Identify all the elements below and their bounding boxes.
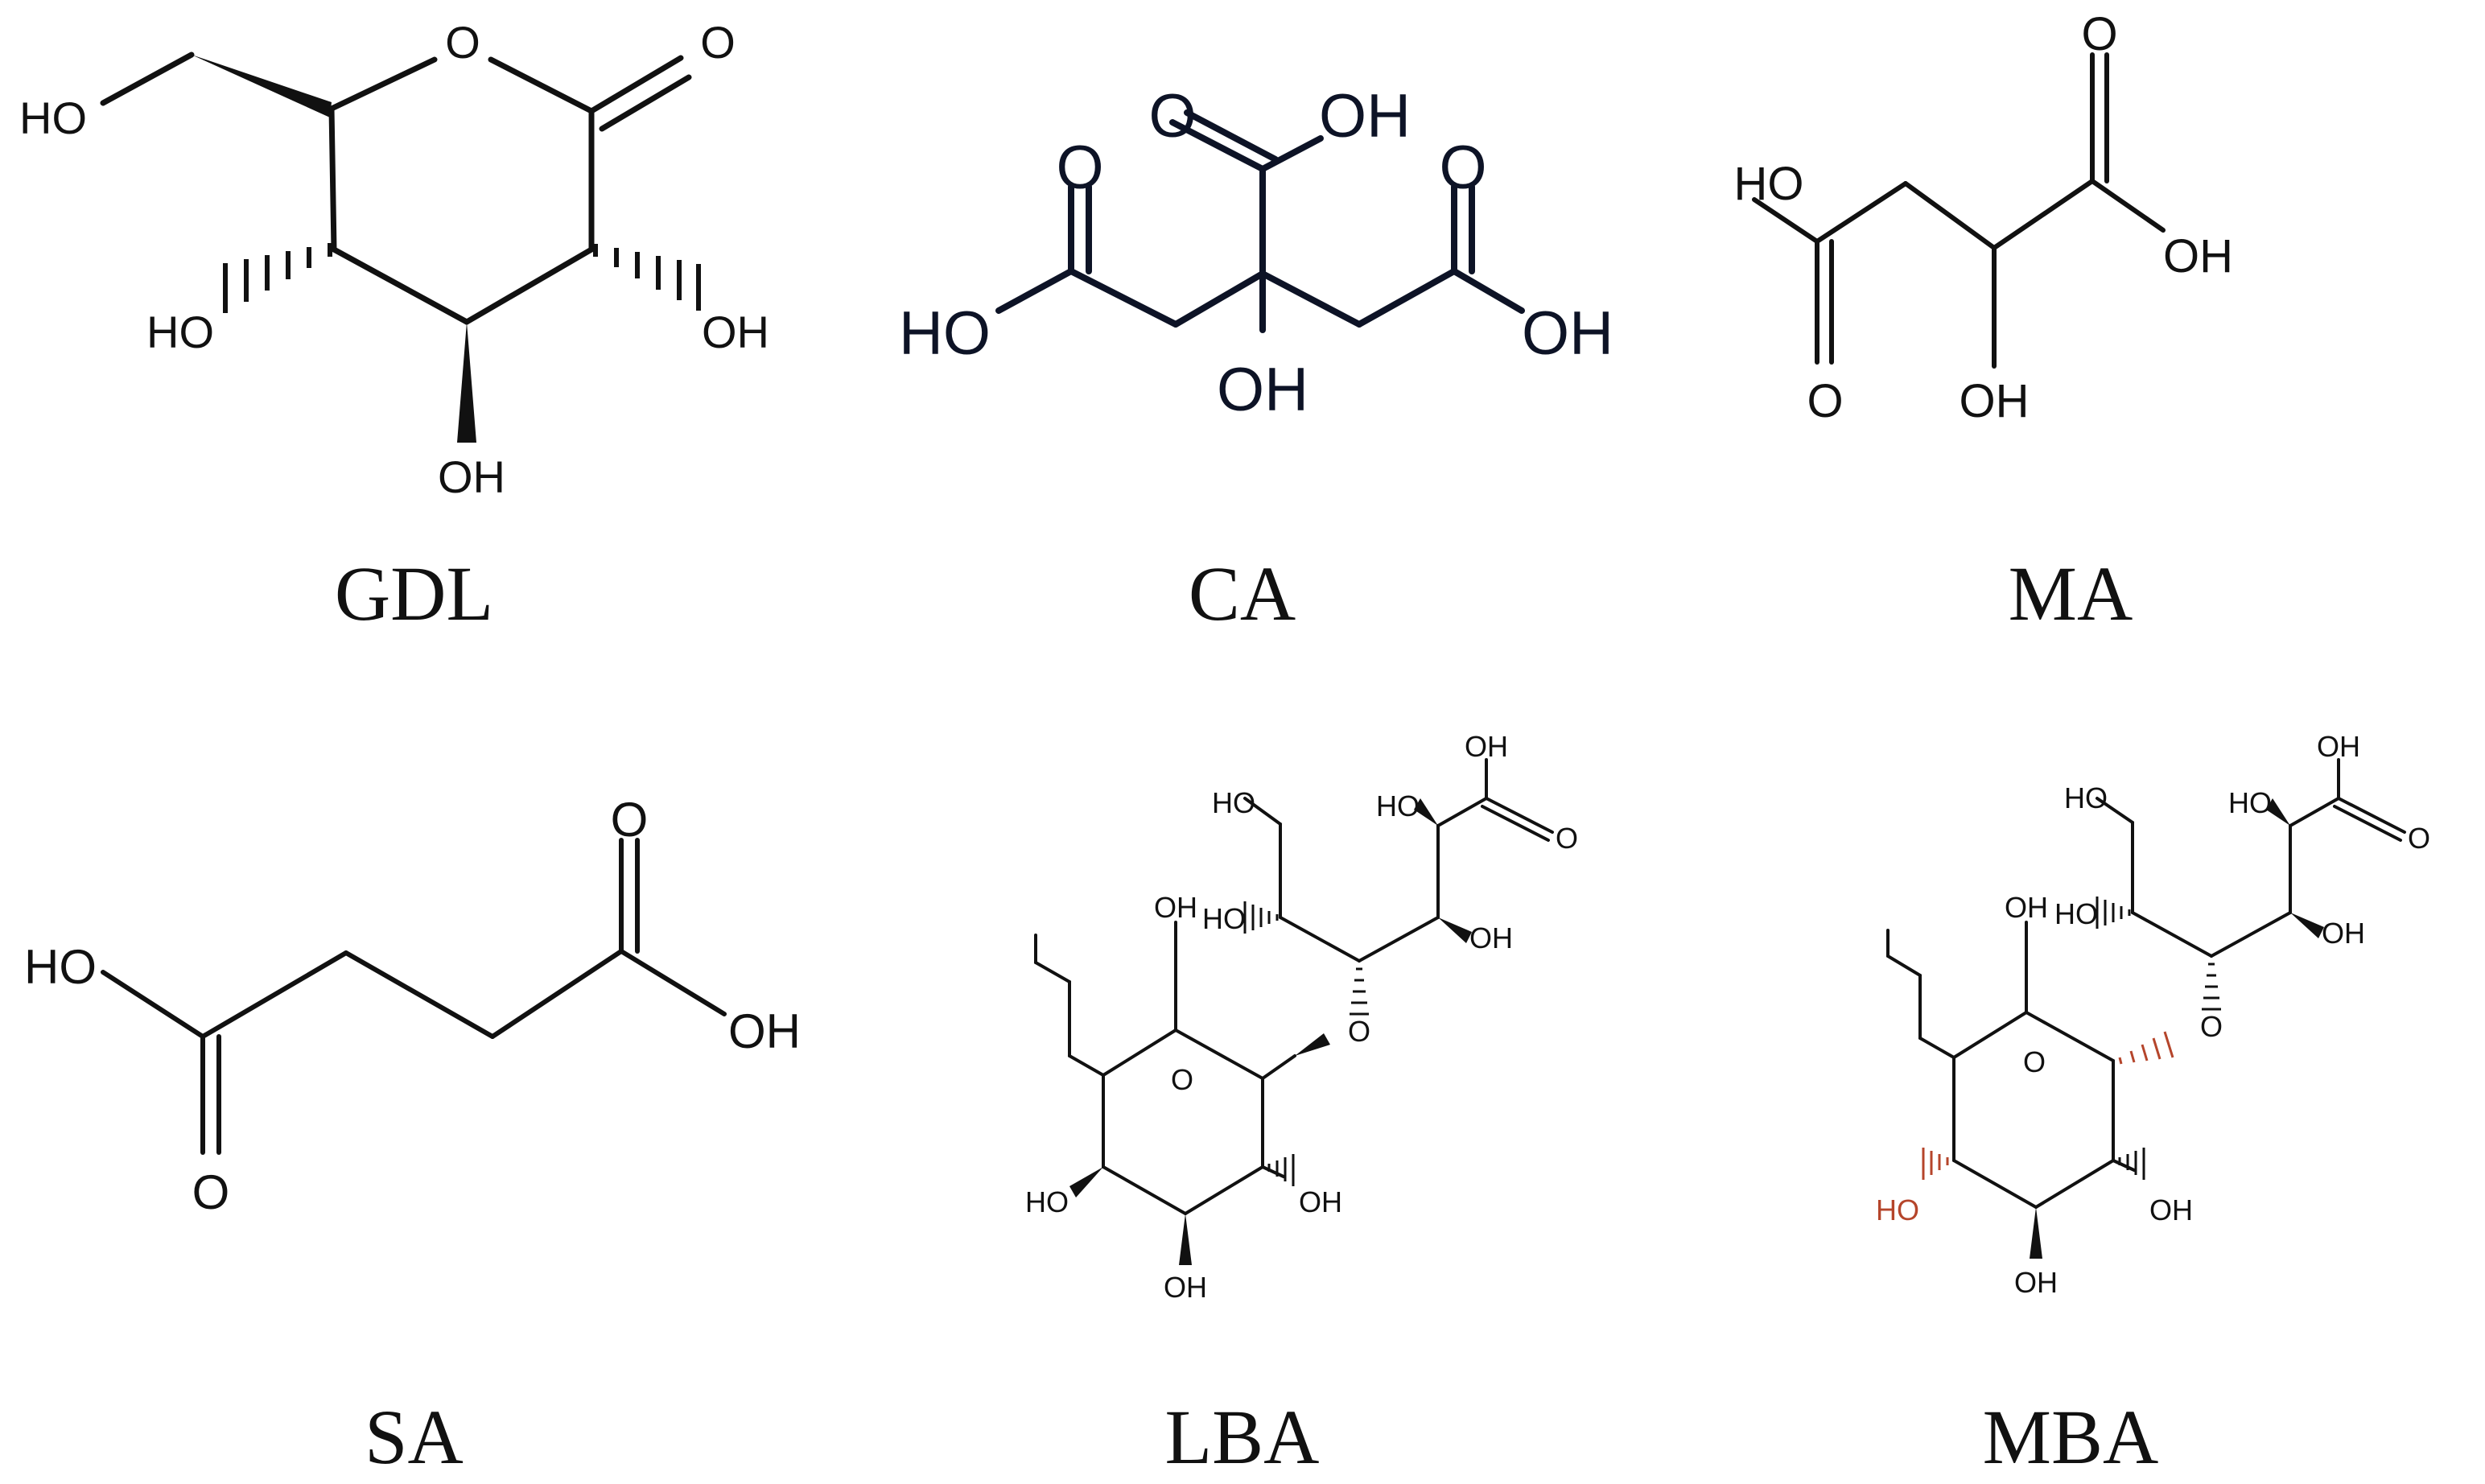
lba-label-c2p-oh: OH [1299,1185,1342,1218]
ma-label-ho-left: HO [1734,158,1804,210]
lba-label-link-o: O [1348,1015,1370,1048]
lba-label-ring-o: O [1171,1063,1193,1096]
gdl-caption: GDL [334,550,494,637]
ca-label-oh-right: OH [1522,299,1613,368]
sa-structure: HO O O OH [24,793,801,1219]
gdl-label-ho-c4: HO [146,307,214,357]
mba-label-c3p-oh: OH [2014,1266,2058,1299]
ca-caption: CA [1188,550,1296,637]
lba-label-c4p-ho: HO [1025,1185,1069,1218]
mba-label-c2p-oh: OH [2149,1193,2193,1226]
mba-label-link-o: O [2200,1010,2223,1043]
gdl-structure: HO O O HO OH OH [19,17,769,502]
molecule-lba: OH O HO HO HO OH O OH O HO OH OH LBA [828,730,1656,1484]
sa-label-oh-right: OH [728,1004,801,1058]
lba-label-ch2-oh: OH [1154,891,1197,924]
mba-label-c2-ho: HO [2228,786,2272,819]
molecule-mba: OH O HO HO HO OH O OH O HO OH OH MBA [1656,730,2485,1484]
lba-label-acid-oh: OH [1465,730,1508,763]
gdl-label-ring-o: O [445,17,480,68]
gdl-label-oh-c2: OH [702,307,769,357]
mba-label-c5-ho: HO [2054,897,2098,930]
molecule-sa: HO O O OH SA [0,742,828,1484]
lba-label-c2-ho: HO [1376,789,1420,822]
ca-label-o-top: O [1148,82,1196,150]
ca-label-oh-top: OH [1319,82,1411,150]
gdl-label-ho-ch2: HO [19,93,87,143]
ca-label-ho-left: HO [899,299,991,368]
mba-label-c4p-ho: HO [1876,1193,1919,1226]
mba-caption: MBA [1982,1394,2159,1480]
mba-label-acid-o: O [2408,822,2430,855]
lba-label-c3-oh: OH [1469,921,1513,954]
ca-label-oh-center: OH [1217,356,1308,424]
lba-label-c5-ho: HO [1202,902,1246,935]
sa-label-o-right: O [611,793,649,847]
mba-label-c6-ho: HO [2064,781,2108,814]
ma-label-o-left: O [1807,375,1843,427]
ma-label-o-right: O [2081,8,2117,60]
sa-caption: SA [365,1394,464,1480]
lba-label-c3p-oh: OH [1164,1271,1207,1304]
ca-label-o-left: O [1056,134,1103,202]
lba-label-c6-ho: HO [1212,786,1255,819]
ca-label-o-right: O [1439,134,1486,202]
molecule-ca: O OH O HO O OH OH CA [828,0,1656,742]
gdl-label-oh-c3: OH [438,451,505,502]
ma-label-oh-right: OH [2163,230,2233,282]
ma-label-oh-alpha: OH [1960,375,2030,427]
ma-structure: HO O OH O OH [1734,8,2234,427]
mba-label-acid-oh: OH [2317,730,2360,763]
lba-structure: OH O HO HO HO OH O OH O HO OH OH [1025,730,1578,1304]
sa-label-ho-left: HO [24,940,97,994]
mba-label-ring-o: O [2023,1045,2046,1078]
sa-label-o-left: O [192,1165,230,1219]
lba-label-acid-o: O [1556,822,1578,855]
mba-structure: OH O HO HO HO OH O OH O HO OH OH [1876,730,2430,1299]
molecule-ma: HO O OH O OH MA [1656,0,2485,742]
mba-label-ch2-oh: OH [2005,891,2048,924]
gdl-label-carbonyl-o: O [700,17,736,68]
ma-caption: MA [2008,550,2133,637]
lba-caption: LBA [1164,1394,1320,1480]
mba-label-c3-oh: OH [2322,917,2365,950]
molecule-gdl: HO O O HO OH OH GDL [0,0,828,742]
ca-structure: O OH O HO O OH OH [899,82,1613,424]
